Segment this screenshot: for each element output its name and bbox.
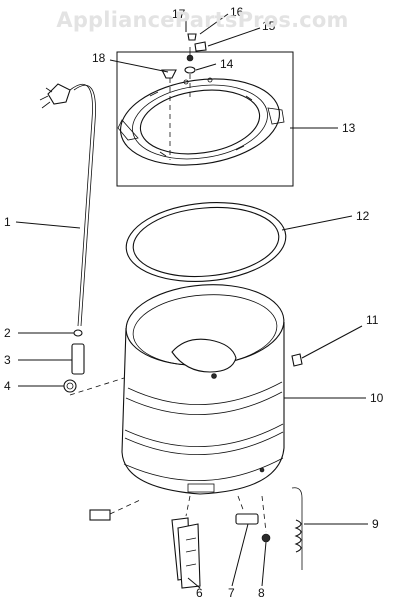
leader-lines (15, 13, 368, 589)
callout-10: 10 (370, 391, 384, 405)
part-2-clamp (73, 329, 83, 337)
callout-1: 1 (4, 215, 11, 229)
part-7-clip (235, 513, 259, 525)
bottom-parts (89, 495, 271, 589)
callout-9: 9 (372, 517, 379, 531)
part-1-top-fitting (47, 83, 71, 105)
callout-7: 7 (228, 586, 235, 600)
callout-18: 18 (92, 51, 106, 65)
callout-13: 13 (342, 121, 356, 135)
callout-14: 14 (220, 57, 234, 71)
outer-tub (121, 284, 285, 495)
cover-fasteners (161, 33, 207, 160)
part-5-block (89, 509, 111, 521)
part-3-fitting (71, 343, 85, 375)
right-parts (291, 353, 303, 570)
callout-12: 12 (356, 209, 370, 223)
callout-17: 17 (172, 7, 186, 21)
part-4-grommet (63, 379, 77, 393)
callout-11: 11 (366, 313, 379, 327)
part-9-rod (291, 487, 303, 570)
callout-15: 15 (262, 19, 276, 33)
part-15-bracket (194, 41, 207, 52)
left-parts (39, 83, 125, 396)
callout-2: 2 (4, 326, 11, 340)
callout-numbers: 1 2 3 4 6 7 8 9 10 11 12 13 14 15 16 17 … (4, 5, 384, 600)
watermark: AppliancePartsPros.com (56, 8, 349, 32)
callout-6: 6 (196, 586, 203, 600)
part-16-screw (187, 33, 197, 41)
callout-4: 4 (4, 379, 11, 393)
tub-cover-assembly (116, 51, 294, 187)
tub-gasket (125, 201, 287, 283)
callout-3: 3 (4, 353, 11, 367)
callout-8: 8 (258, 586, 265, 600)
part-14-washer (184, 66, 196, 74)
part-9-spring (294, 519, 302, 553)
callout-16: 16 (230, 5, 244, 19)
part-11-bolt (291, 353, 303, 367)
part-18-clip (161, 69, 177, 79)
part-8-nut (261, 533, 271, 543)
